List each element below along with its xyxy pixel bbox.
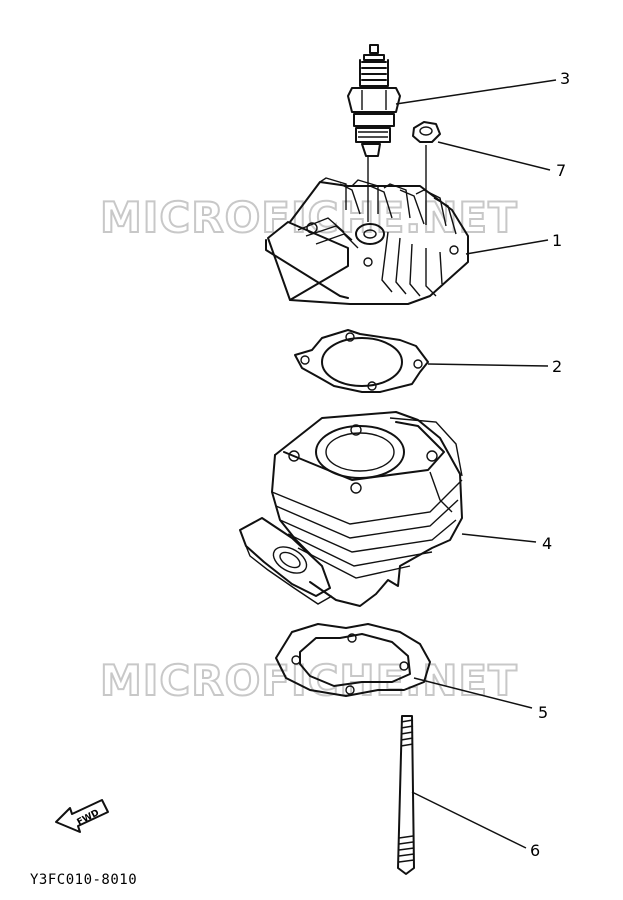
leader-line-5 — [413, 677, 533, 709]
base-gasket — [275, 623, 431, 697]
cylinder-head — [265, 156, 469, 305]
leader-line-7 — [437, 141, 551, 171]
callout-2: 2 — [552, 357, 562, 376]
document-code: Y3FC010-8010 — [30, 872, 138, 888]
stud-bolt — [397, 715, 415, 875]
watermark-bottom: MICROFICHE.NET — [100, 656, 518, 705]
leader-line-6 — [411, 791, 527, 849]
head-gasket — [294, 329, 429, 393]
callout-5: 5 — [538, 703, 548, 722]
callout-4: 4 — [542, 534, 552, 553]
spark-plug — [347, 44, 401, 157]
cylinder-head-nut — [412, 121, 441, 225]
leader-line-3 — [395, 79, 557, 105]
callout-7: 7 — [556, 161, 566, 180]
callout-1: 1 — [552, 231, 562, 250]
callout-6: 6 — [530, 841, 540, 860]
leader-line-2 — [427, 363, 549, 367]
callout-3: 3 — [560, 69, 570, 88]
forward-arrow-icon: FWD — [55, 799, 109, 833]
leader-line-1 — [465, 239, 549, 255]
cylinder — [239, 411, 463, 607]
leader-line-4 — [461, 533, 537, 543]
